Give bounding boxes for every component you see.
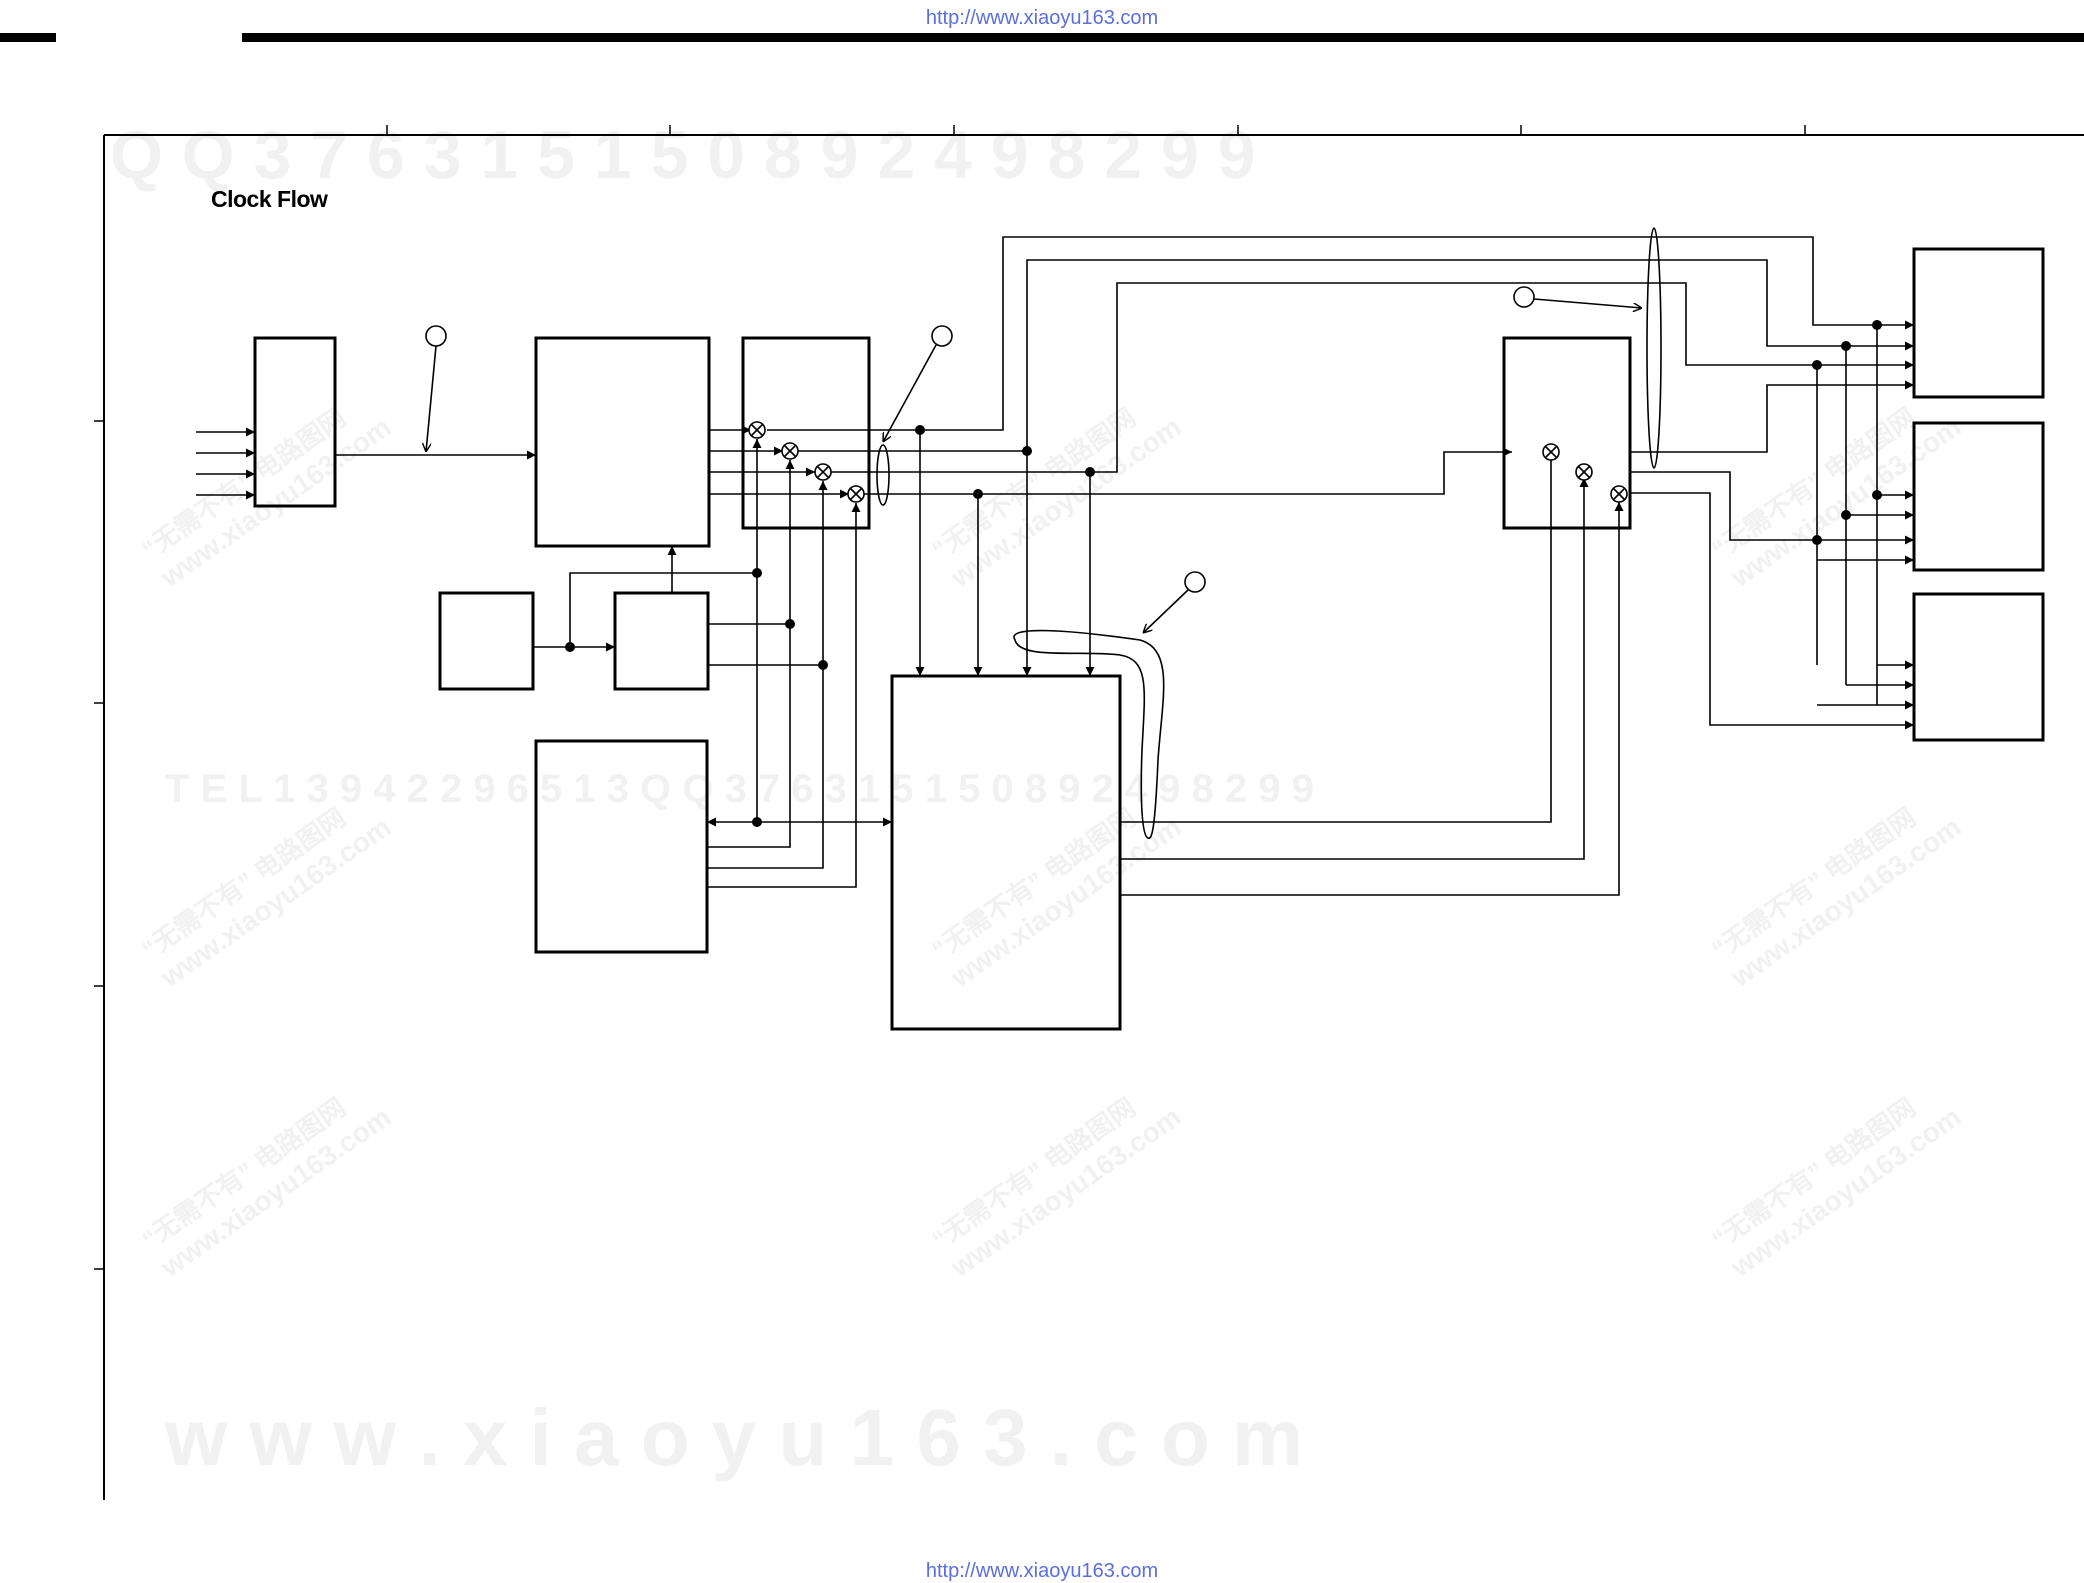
watermark-bottom-row: w w w . x i a o y u 1 6 3 . c o m xyxy=(164,1393,1303,1482)
watermark-mid-row: T E L 1 3 9 4 2 2 9 6 5 1 3 Q Q 3 7 6 3 … xyxy=(165,767,1314,811)
header-bar-right xyxy=(242,33,2084,42)
pll-block xyxy=(534,336,711,548)
mixer-icon xyxy=(1542,443,1560,461)
header-bar-left xyxy=(0,33,56,42)
signal-lines xyxy=(196,227,1914,896)
mixer-icon xyxy=(1575,463,1593,481)
mixer-symbols xyxy=(748,421,1628,503)
blocks xyxy=(253,247,2045,1031)
watermark-top-row: Q Q 3 7 6 3 1 5 1 5 0 8 9 2 4 9 8 2 9 9 xyxy=(110,117,1255,193)
output-device-2-block xyxy=(1912,421,2045,572)
output-device-3-block xyxy=(1912,592,2045,742)
watermark-layer: Q Q 3 7 6 3 1 5 1 5 0 8 9 2 4 9 8 2 9 9 … xyxy=(110,117,1966,1482)
mixer-icon xyxy=(1610,485,1628,503)
input-selector-block xyxy=(253,336,337,508)
dsp-block xyxy=(890,674,1122,1031)
diagram-title: Clock Flow xyxy=(211,186,328,212)
header-url[interactable]: http://www.xiaoyu163.com xyxy=(925,7,1159,29)
output-device-1-block xyxy=(1912,247,2045,399)
oscillator-block xyxy=(438,591,535,691)
output-gate-block xyxy=(1502,336,1632,530)
mixer-icon xyxy=(781,442,799,460)
junction-dots xyxy=(565,320,1882,827)
mixer-icon xyxy=(814,463,832,481)
footer-url[interactable]: http://www.xiaoyu163.com xyxy=(925,1560,1159,1582)
mixer-icon xyxy=(847,485,865,503)
clock-divider-block xyxy=(613,591,710,691)
page-frame xyxy=(0,33,2084,1500)
ruler-ticks xyxy=(94,125,1806,1270)
mixer-icon xyxy=(748,421,766,439)
